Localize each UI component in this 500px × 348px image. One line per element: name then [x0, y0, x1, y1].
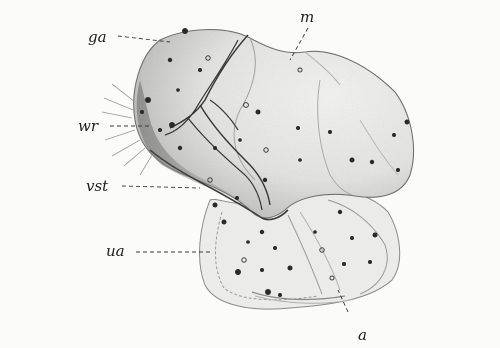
label-vst: vst — [86, 177, 109, 195]
label-ga: ga — [88, 28, 107, 46]
label-ua: ua — [106, 242, 125, 260]
lower-lobe — [200, 190, 400, 309]
label-m: m — [300, 8, 314, 26]
label-a: a — [358, 326, 367, 344]
label-wr: wr — [78, 117, 99, 135]
